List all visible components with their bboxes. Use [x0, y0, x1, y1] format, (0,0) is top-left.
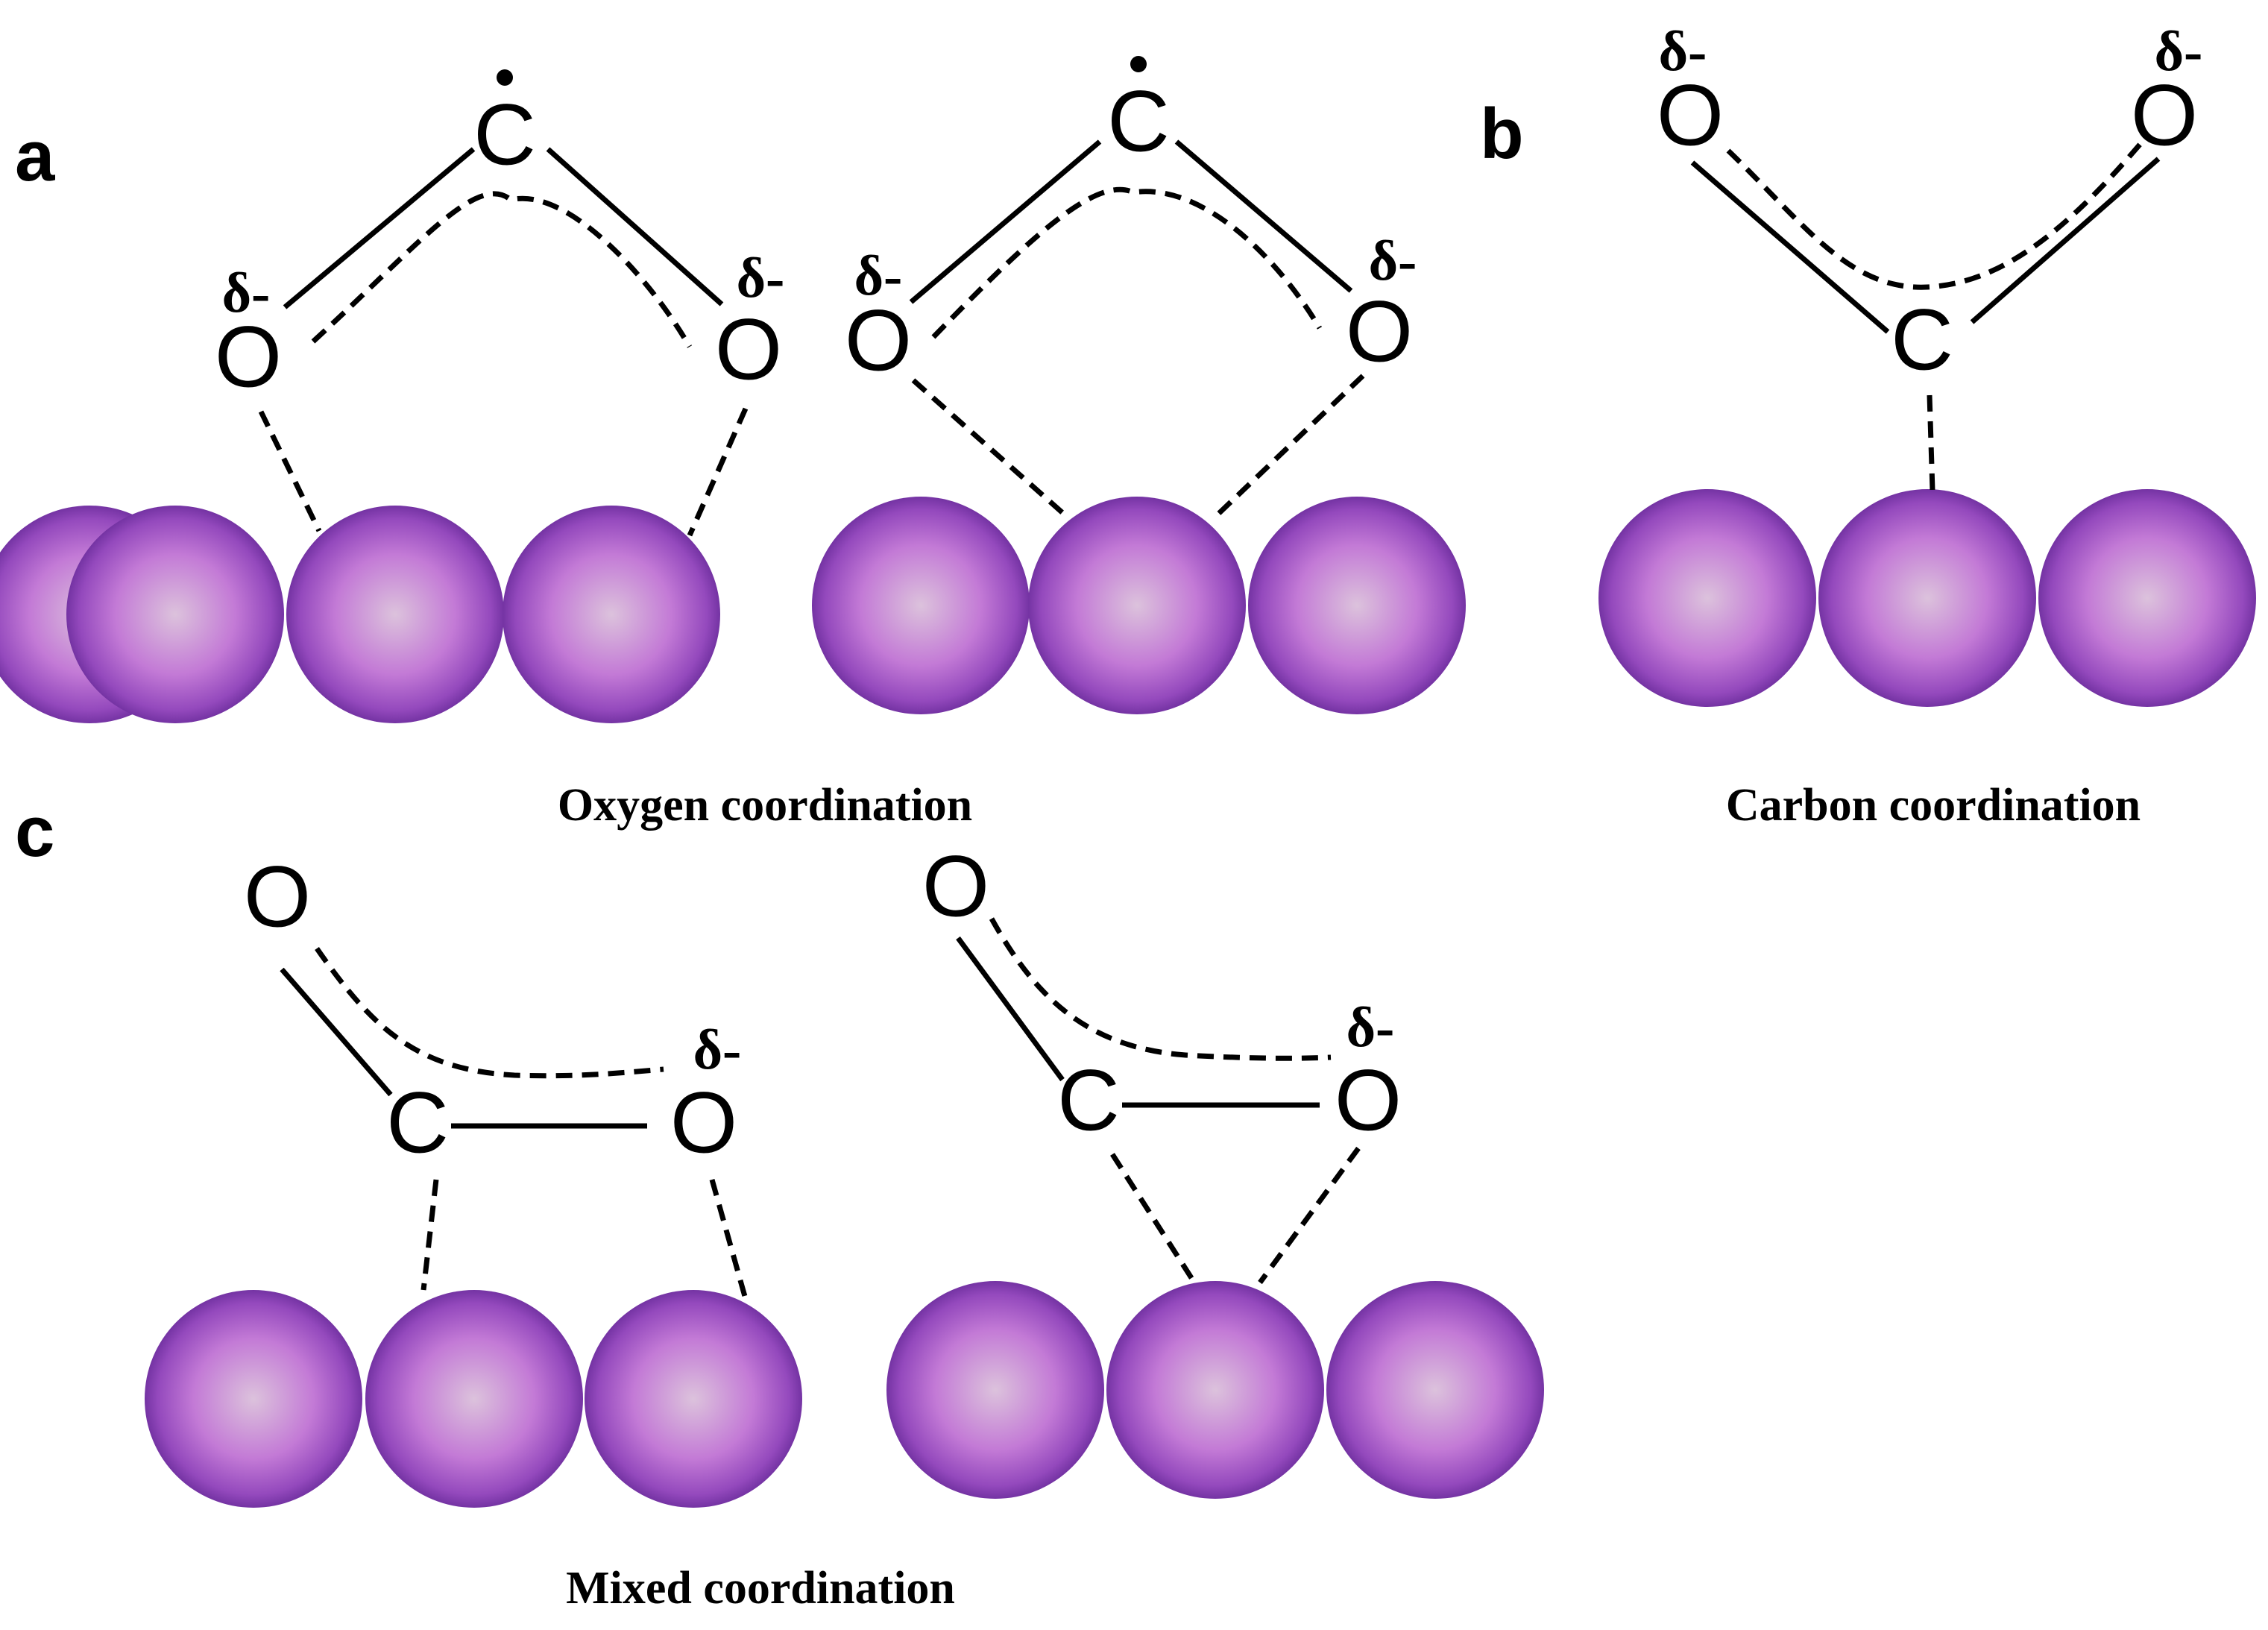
delocalized-bond [311, 191, 693, 348]
metal-atom [2038, 489, 2256, 707]
panel-label-c: c [15, 792, 54, 872]
metal-atom [365, 1290, 583, 1508]
atom-oxygen-left: O [1657, 67, 1724, 164]
delocalized-bond [931, 186, 1323, 339]
surface-bond [1212, 374, 1365, 520]
bond-c-o-left [283, 147, 476, 309]
caption-carbon-coordination: Carbon coordination [1726, 780, 2141, 831]
panel-label-a: a [15, 116, 55, 196]
metal-atom [886, 1281, 1104, 1499]
atom-carbon: C [1107, 73, 1170, 170]
carbon-coordination: O O C δ- δ- [1598, 20, 2256, 707]
metal-atom [585, 1290, 802, 1508]
bond-o-c [280, 967, 393, 1097]
surface-bond [420, 1179, 439, 1291]
radical-dot [1130, 56, 1147, 72]
atom-oxygen-right: O [670, 1074, 737, 1171]
atom-oxygen-left: O [215, 309, 282, 406]
atom-oxygen-right: O [715, 301, 782, 398]
atom-oxygen-right: O [1346, 283, 1413, 380]
metal-atom [66, 506, 284, 723]
surface-bond [911, 378, 1068, 518]
bond-c-o-left [909, 139, 1102, 304]
atom-carbon: C [1891, 292, 1953, 388]
metal-atom [812, 497, 1030, 714]
charge-label: δ- [222, 262, 271, 324]
caption-mixed-coordination: Mixed coordination [566, 1563, 955, 1614]
charge-label: δ- [1346, 996, 1395, 1059]
charge-label: δ- [1659, 20, 1707, 83]
mixed-coordination-bridging: O C O δ- [886, 838, 1544, 1499]
charge-label: δ- [1369, 230, 1417, 292]
surface-bond [687, 407, 749, 537]
metal-atom [1326, 1281, 1544, 1499]
bond-c-o-right [546, 147, 724, 306]
metal-atom [1818, 489, 2036, 707]
surface-bond [258, 410, 322, 532]
atom-oxygen-right: O [2131, 67, 2198, 164]
delocalized-bond [1726, 138, 2146, 290]
surface-bond [1927, 394, 1935, 491]
surface-bond [1110, 1153, 1197, 1284]
delocalized-bond [315, 947, 664, 1079]
bond-c-o-left [1690, 160, 1890, 334]
atom-oxygen-top: O [244, 849, 311, 945]
oxygen-coordination-bidentate: C O O δ- δ- [0, 69, 784, 723]
oxygen-coordination-bridging: C O O δ- δ- [812, 56, 1466, 714]
metal-atom [286, 506, 504, 723]
atom-carbon: C [1057, 1052, 1120, 1149]
surface-bond [1258, 1146, 1361, 1285]
charge-label: δ- [2155, 20, 2203, 83]
atom-oxygen-left: O [845, 292, 912, 389]
metal-atom [1248, 497, 1466, 714]
surface-bond [709, 1179, 749, 1300]
bond-c-o-right [1970, 157, 2161, 324]
atom-carbon: C [386, 1074, 449, 1171]
metal-atom [1106, 1281, 1324, 1499]
metal-atom [1598, 489, 1816, 707]
caption-oxygen-coordination: Oxygen coordination [558, 780, 972, 831]
atom-carbon: C [473, 86, 536, 183]
panel-label-b: b [1480, 94, 1524, 174]
bond-o-c [956, 936, 1065, 1082]
delocalized-bond [989, 917, 1332, 1061]
radical-dot [497, 69, 513, 86]
charge-label: δ- [693, 1019, 742, 1081]
charge-label: δ- [737, 247, 785, 309]
charge-label: δ- [854, 245, 903, 307]
metal-atom [145, 1290, 362, 1508]
metal-atom [1028, 497, 1246, 714]
atom-oxygen-right: O [1335, 1052, 1402, 1149]
bond-c-o-right [1174, 139, 1353, 293]
metal-atom [503, 506, 720, 723]
mixed-coordination-bidentate: O C O δ- [145, 849, 802, 1508]
atom-oxygen-top: O [922, 838, 989, 935]
